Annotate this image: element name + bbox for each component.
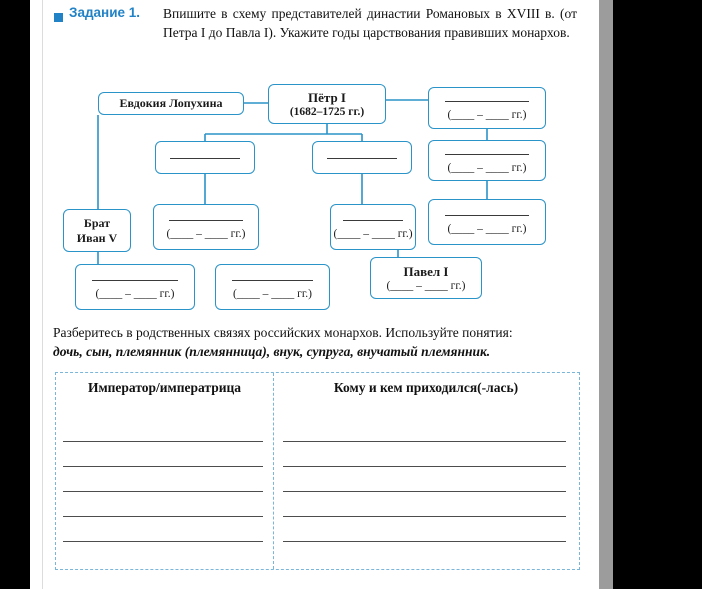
blank-name-line <box>231 280 314 281</box>
blank-write-line <box>283 467 566 492</box>
page-edge-shadow <box>599 0 613 589</box>
table-column-relation <box>283 417 566 542</box>
blank-name-line <box>169 157 241 159</box>
task-label: Задание 1. <box>69 5 141 20</box>
blank-name-line <box>444 153 530 155</box>
relative-label: Брат <box>83 215 111 230</box>
diagram-box-brother-ivan-v: Брат Иван V <box>63 209 131 252</box>
blank-write-line <box>63 467 263 492</box>
page-margin-line <box>42 0 43 589</box>
blank-write-line <box>63 417 263 442</box>
blank-name-line <box>92 280 178 281</box>
diagram-box-blank-row3-right: (____ – ____ гг.) <box>428 199 546 245</box>
exercise-2-instructions: Разберитесь в родственных связях российс… <box>53 325 513 340</box>
blank-write-line <box>63 492 263 517</box>
table-column-divider <box>273 373 274 569</box>
monarch-name: Пётр I <box>308 89 346 105</box>
diagram-box-blank-row3-left: (____ – ____ гг.) <box>153 204 259 250</box>
blank-name-line <box>168 220 244 221</box>
table-header-monarch: Император/императрица <box>87 380 242 395</box>
diagram-box-blank-row2-center <box>312 141 412 174</box>
monarch-name: Евдокия Лопухина <box>119 96 223 110</box>
reign-years-blank: (____ – ____ гг.) <box>386 279 466 292</box>
diagram-box-blank-top-right: (____ – ____ гг.) <box>428 87 546 129</box>
blank-name-line <box>444 101 530 102</box>
diagram-box-blank-row3-center: (____ – ____ гг.) <box>330 204 416 250</box>
diagram-box-blank-row4-left: (____ – ____ гг.) <box>75 264 195 310</box>
diagram-box-petr-1: Пётр I (1682–1725 гг.) <box>268 84 386 124</box>
task-bullet-square-icon <box>54 13 63 22</box>
blank-write-line <box>283 442 566 467</box>
reign-years-blank: (____ – ____ гг.) <box>447 109 527 121</box>
workbook-page: Задание 1. Впишите в схему представителе… <box>30 0 599 589</box>
reign-years: (1682–1725 гг.) <box>289 105 365 118</box>
blank-write-line <box>283 492 566 517</box>
reign-years-blank: (____ – ____ гг.) <box>447 161 527 174</box>
reign-years-blank: (____ – ____ гг.) <box>95 288 175 300</box>
diagram-box-pavel-1: Павел I (____ – ____ гг.) <box>370 257 482 299</box>
diagram-connector-lines <box>97 99 488 264</box>
blank-write-line <box>283 417 566 442</box>
blank-name-line <box>326 157 398 159</box>
diagram-box-evdokia-lopukhina: Евдокия Лопухина <box>98 92 244 115</box>
reign-years-blank: (____ – ____ гг.) <box>166 228 246 240</box>
blank-write-line <box>283 517 566 542</box>
exercise-2-terms: дочь, сын, племянник (племянница), внук,… <box>53 344 491 359</box>
reign-years-blank: (____ – ____ гг.) <box>232 288 313 300</box>
blank-write-line <box>63 442 263 467</box>
diagram-box-blank-row2-left <box>155 141 255 174</box>
diagram-box-blank-row2-right: (____ – ____ гг.) <box>428 140 546 181</box>
table-column-monarch <box>63 417 263 542</box>
blank-name-line <box>444 215 530 216</box>
diagram-box-blank-row4-center: (____ – ____ гг.) <box>215 264 330 310</box>
blank-name-line <box>343 220 403 221</box>
blank-write-line <box>63 517 263 542</box>
reign-years-blank: (____ – ____ гг.) <box>447 223 527 235</box>
task-instructions: Впишите в схему представителей династии … <box>163 6 577 40</box>
reign-years-blank: (____ – ____ гг.) <box>333 228 413 240</box>
monarch-name: Павел I <box>403 263 449 279</box>
table-header-relation: Кому и кем приходился(-лась) <box>333 380 519 395</box>
monarch-name: Иван V <box>76 230 118 245</box>
relations-table: Император/императрица Кому и кем приходи… <box>55 372 580 570</box>
